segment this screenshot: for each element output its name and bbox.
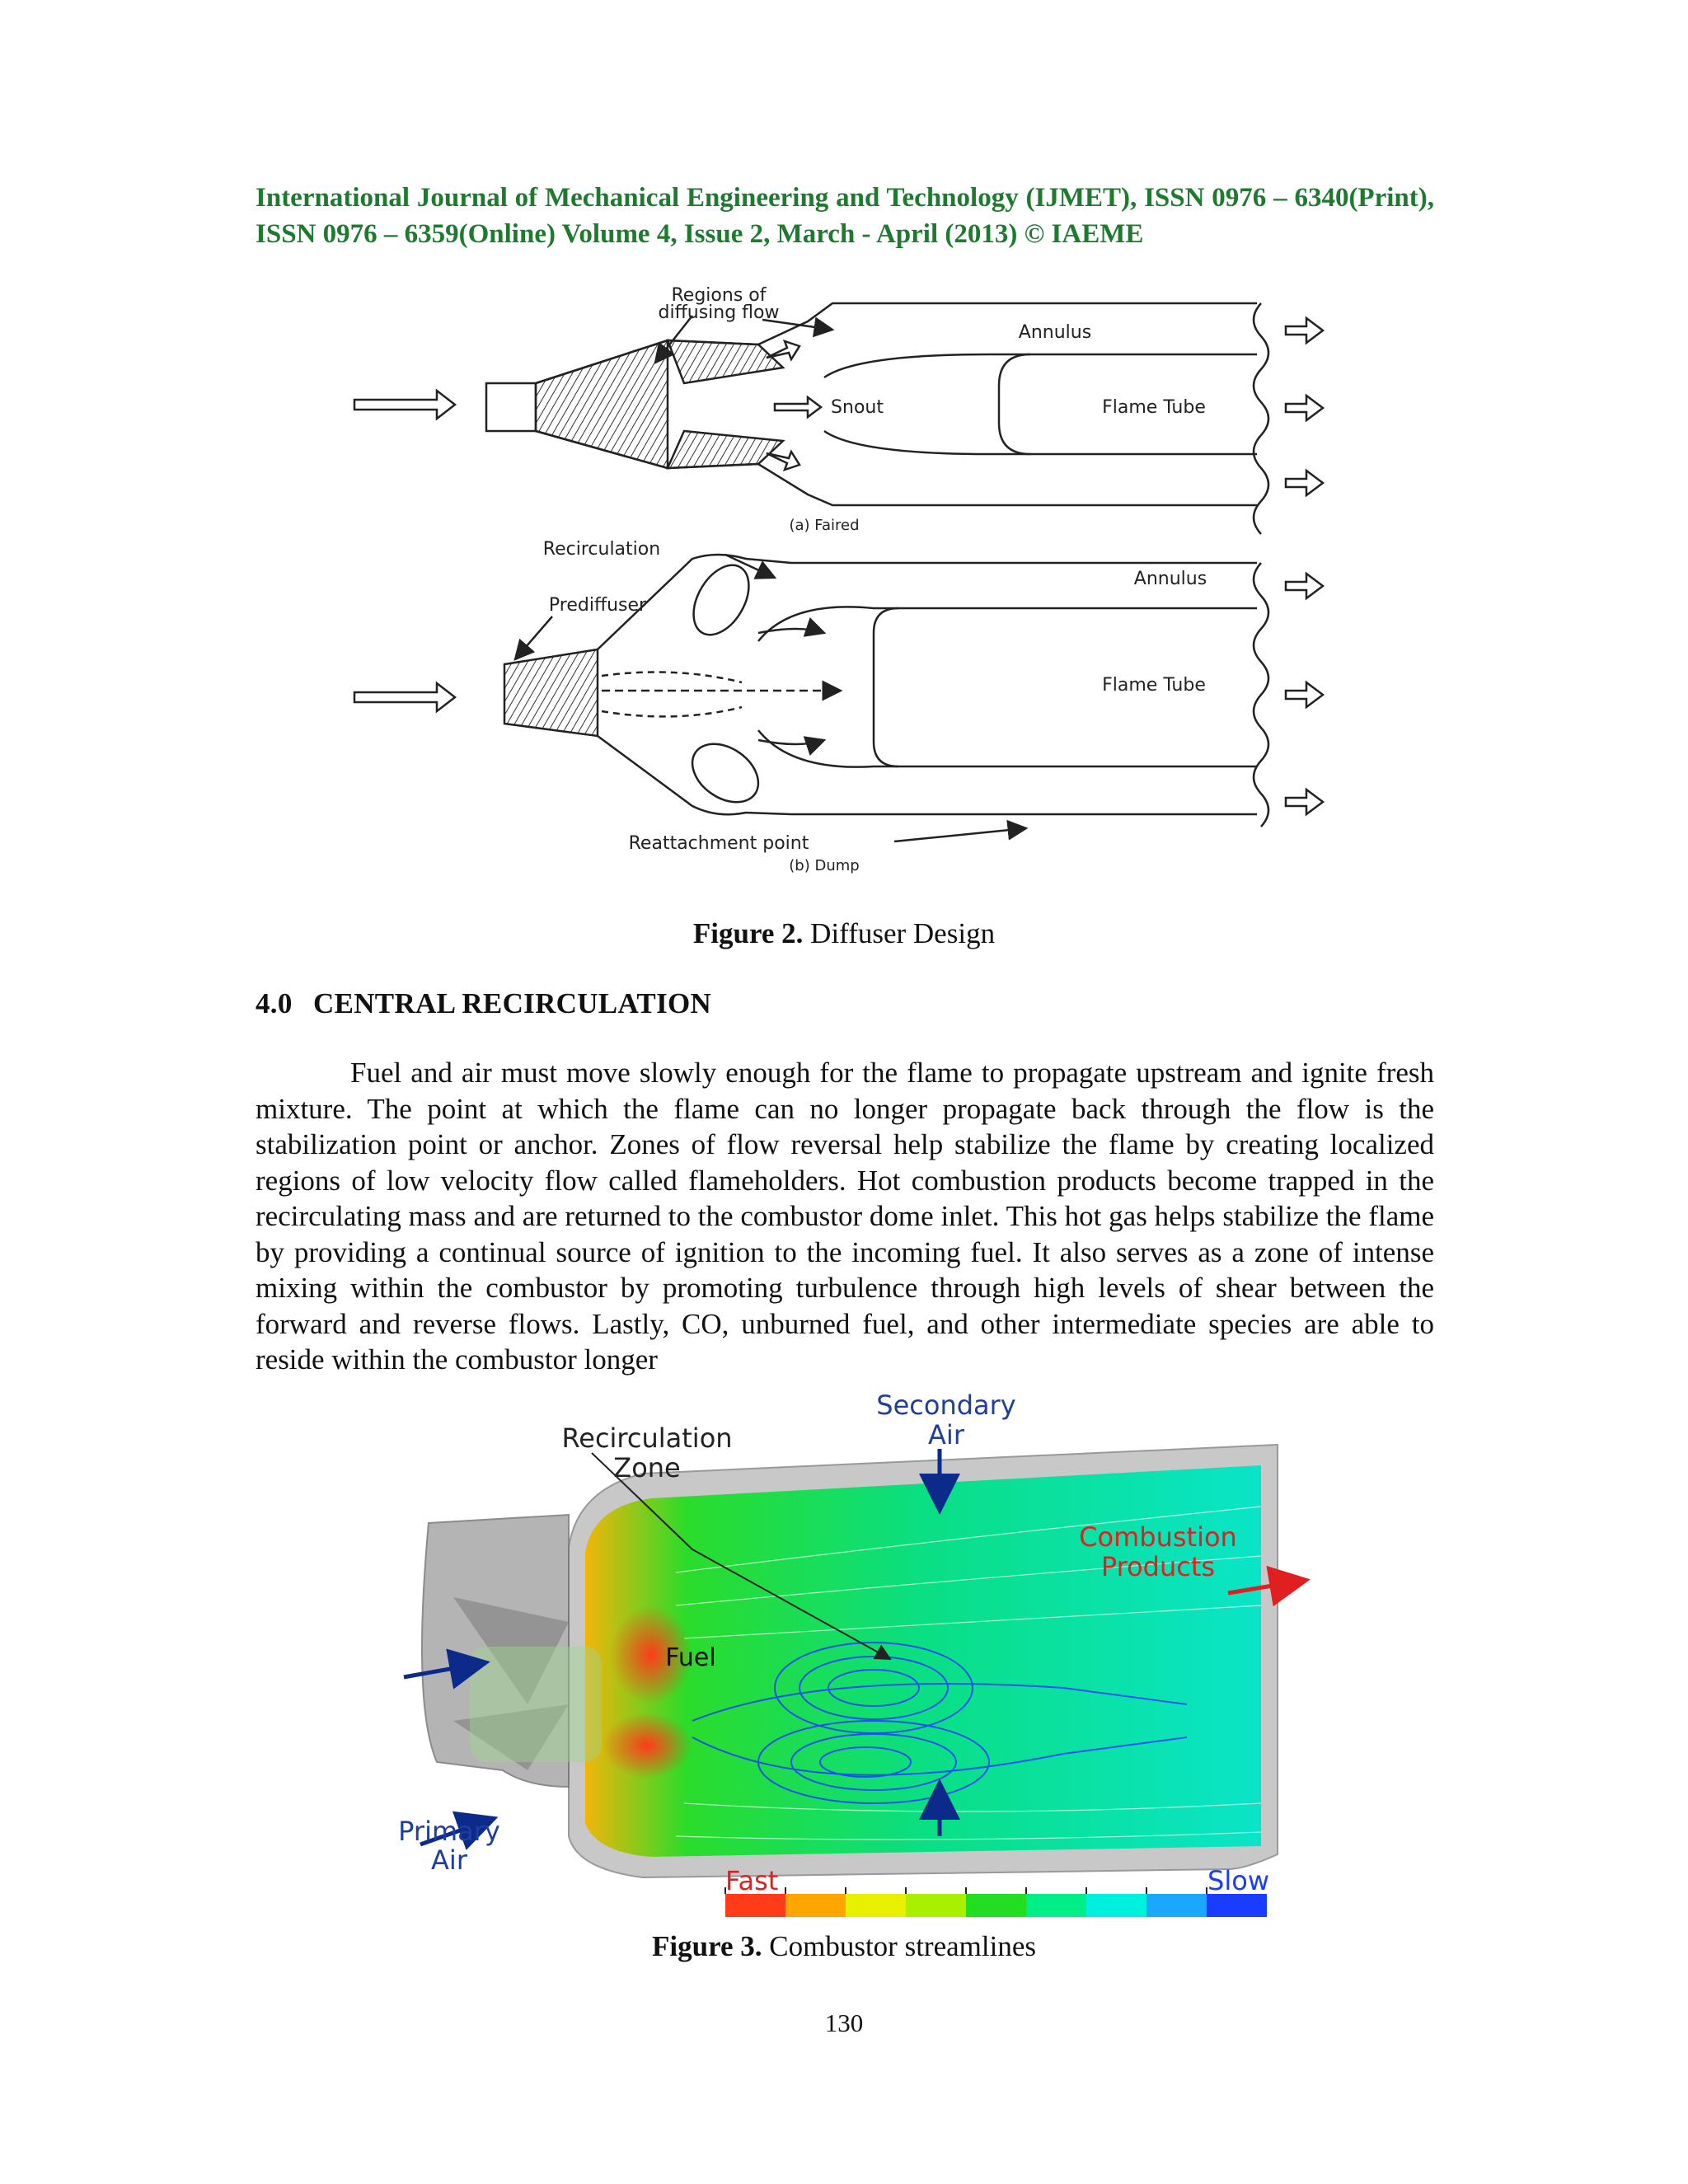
recirculation-pointer — [591, 1452, 693, 1550]
legend-swatch — [846, 1894, 906, 1917]
primary-air-arrow — [420, 1811, 499, 1850]
figure-2-caption: Figure 2. Diffuser Design — [0, 917, 1688, 950]
legend-swatch — [1026, 1894, 1086, 1917]
primary-air-inlet-arrow — [403, 1648, 490, 1690]
velocity-color-legend — [724, 1887, 1267, 1917]
regions-label-2: diffusing flow — [659, 302, 780, 323]
legend-swatch — [1207, 1894, 1267, 1917]
body-paragraph: Fuel and air must move slowly enough for… — [256, 1057, 1434, 1376]
journal-header: International Journal of Mechanical Engi… — [256, 183, 1434, 249]
flame-tube-label-dump: Flame Tube — [1102, 675, 1206, 696]
section-number: 4.0 — [256, 987, 293, 1019]
secondary-air-label-2: Air — [928, 1419, 965, 1451]
figure-3-caption-text: Combustor streamlines — [769, 1930, 1036, 1962]
primary-air-label-2: Air — [431, 1844, 468, 1876]
figure-2-caption-text: Diffuser Design — [810, 917, 996, 949]
dump-diffuser — [353, 553, 1325, 843]
figure-3-caption-label: Figure 3. — [652, 1930, 762, 1962]
combustion-products-arrow — [1227, 1565, 1311, 1607]
prediffuser-label: Prediffuser — [549, 595, 647, 616]
legend-swatch — [966, 1894, 1026, 1917]
inlet-arrow-faired — [353, 388, 457, 421]
recirculation-zone-label-2: Zone — [613, 1452, 680, 1483]
legend-swatch — [1146, 1894, 1207, 1917]
page-number: 130 — [824, 2008, 864, 2037]
section-title: CENTRAL RECIRCULATION — [313, 987, 712, 1019]
figure-3-caption: Figure 3. Combustor streamlines — [0, 1930, 1688, 1963]
legend-fast-label: Fast — [725, 1865, 778, 1896]
annulus-label-dump: Annulus — [1134, 569, 1207, 589]
legend-swatch — [1086, 1894, 1146, 1917]
section-heading: 4.0 CENTRAL RECIRCULATION — [256, 987, 711, 1020]
primary-air-label-1: Primary — [398, 1816, 500, 1847]
annulus-label-faired: Annulus — [1019, 322, 1091, 343]
reattachment-label: Reattachment point — [629, 833, 809, 854]
regions-label-1: Regions of — [672, 285, 767, 306]
fuel-label: Fuel — [665, 1643, 715, 1672]
combustion-products-label-1: Combustion — [1079, 1521, 1237, 1553]
figure-2-caption-label: Figure 2. — [692, 917, 804, 949]
combustion-products-label-2: Products — [1101, 1551, 1215, 1582]
combustor-body — [421, 1443, 1278, 1879]
recirculation-zone-label-1: Recirculation — [561, 1422, 732, 1454]
secondary-air-label-1: Secondary — [876, 1390, 1015, 1421]
recirculation-label-dump: Recirculation — [543, 539, 660, 560]
figure-3-combustor-streamlines: Secondary Air Recirculation Zone Combust… — [398, 1390, 1311, 1917]
snout-label: Snout — [831, 397, 884, 418]
figure-2-diffuser-diagram: Regions of diffusing flow Annulus Snout … — [353, 285, 1325, 874]
faired-subcaption: (a) Faired — [789, 517, 859, 534]
faired-diffuser — [353, 302, 1325, 535]
legend-swatch — [725, 1894, 785, 1917]
legend-swatch — [906, 1894, 966, 1917]
dump-subcaption: (b) Dump — [789, 857, 859, 874]
legend-swatch — [785, 1894, 846, 1917]
flame-tube-label-faired: Flame Tube — [1102, 397, 1206, 418]
legend-slow-label: Slow — [1207, 1865, 1269, 1896]
